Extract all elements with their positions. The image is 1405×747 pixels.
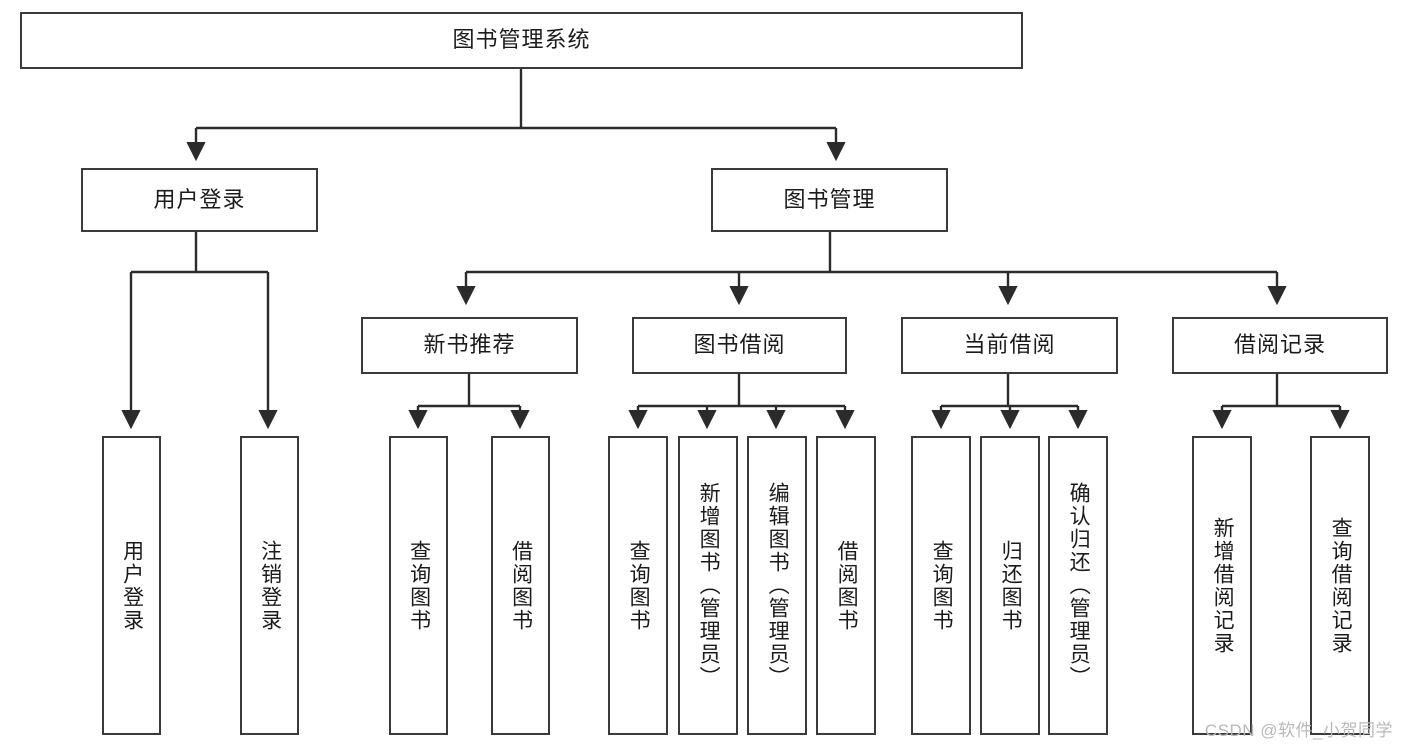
node-book-management-system[interactable]: 图书管理系统 <box>20 12 1023 69</box>
node-leaf-add-book[interactable]: 新增图书（管理员） <box>678 436 738 735</box>
node-label: 编辑图书（管理员） <box>766 482 790 689</box>
node-label: 查询图书 <box>930 539 954 632</box>
csdn-watermark: CSDN @软件_小贺同学 <box>1204 721 1393 740</box>
node-leaf-query-book-2[interactable]: 查询图书 <box>608 436 668 735</box>
node-leaf-edit-book[interactable]: 编辑图书（管理员） <box>747 436 807 735</box>
node-label: 图书管理 <box>783 186 876 212</box>
node-label: 查询图书 <box>627 539 651 632</box>
node-label: 确认归还（管理员） <box>1067 482 1091 689</box>
node-label: 注销登录 <box>258 539 282 632</box>
node-leaf-return-book[interactable]: 归还图书 <box>980 436 1040 735</box>
node-label: 当前借阅 <box>963 332 1056 358</box>
node-label: 归还图书 <box>999 539 1023 632</box>
node-new-book-recommend[interactable]: 新书推荐 <box>361 317 578 374</box>
node-leaf-logout-login[interactable]: 注销登录 <box>240 436 299 735</box>
node-label: 借阅图书 <box>509 539 533 632</box>
node-label: 查询图书 <box>407 539 431 632</box>
node-leaf-query-borrow-record[interactable]: 查询借阅记录 <box>1310 436 1370 735</box>
node-label: 新增图书（管理员） <box>697 482 721 689</box>
node-label: 图书管理系统 <box>452 27 591 53</box>
node-label: 新书推荐 <box>423 332 516 358</box>
node-label: 查询借阅记录 <box>1329 516 1353 655</box>
node-current-borrow[interactable]: 当前借阅 <box>901 317 1118 374</box>
node-leaf-confirm-return[interactable]: 确认归还（管理员） <box>1048 436 1108 735</box>
node-leaf-add-borrow-record[interactable]: 新增借阅记录 <box>1192 436 1252 735</box>
node-leaf-user-login[interactable]: 用户登录 <box>102 436 161 735</box>
node-label: 借阅图书 <box>835 539 859 632</box>
node-borrow-record[interactable]: 借阅记录 <box>1172 317 1388 374</box>
node-book-borrow[interactable]: 图书借阅 <box>632 317 847 374</box>
node-label: 借阅记录 <box>1233 332 1326 358</box>
node-label: 用户登录 <box>153 186 246 212</box>
node-user-login[interactable]: 用户登录 <box>81 168 318 232</box>
node-label: 用户登录 <box>120 539 144 632</box>
node-leaf-borrow-book-2[interactable]: 借阅图书 <box>816 436 876 735</box>
node-leaf-borrow-book-1[interactable]: 借阅图书 <box>491 436 550 735</box>
node-leaf-query-book-1[interactable]: 查询图书 <box>389 436 448 735</box>
node-label: 新增借阅记录 <box>1211 516 1235 655</box>
node-label: 图书借阅 <box>693 332 786 358</box>
node-book-management[interactable]: 图书管理 <box>711 168 948 232</box>
node-leaf-query-book-3[interactable]: 查询图书 <box>911 436 971 735</box>
